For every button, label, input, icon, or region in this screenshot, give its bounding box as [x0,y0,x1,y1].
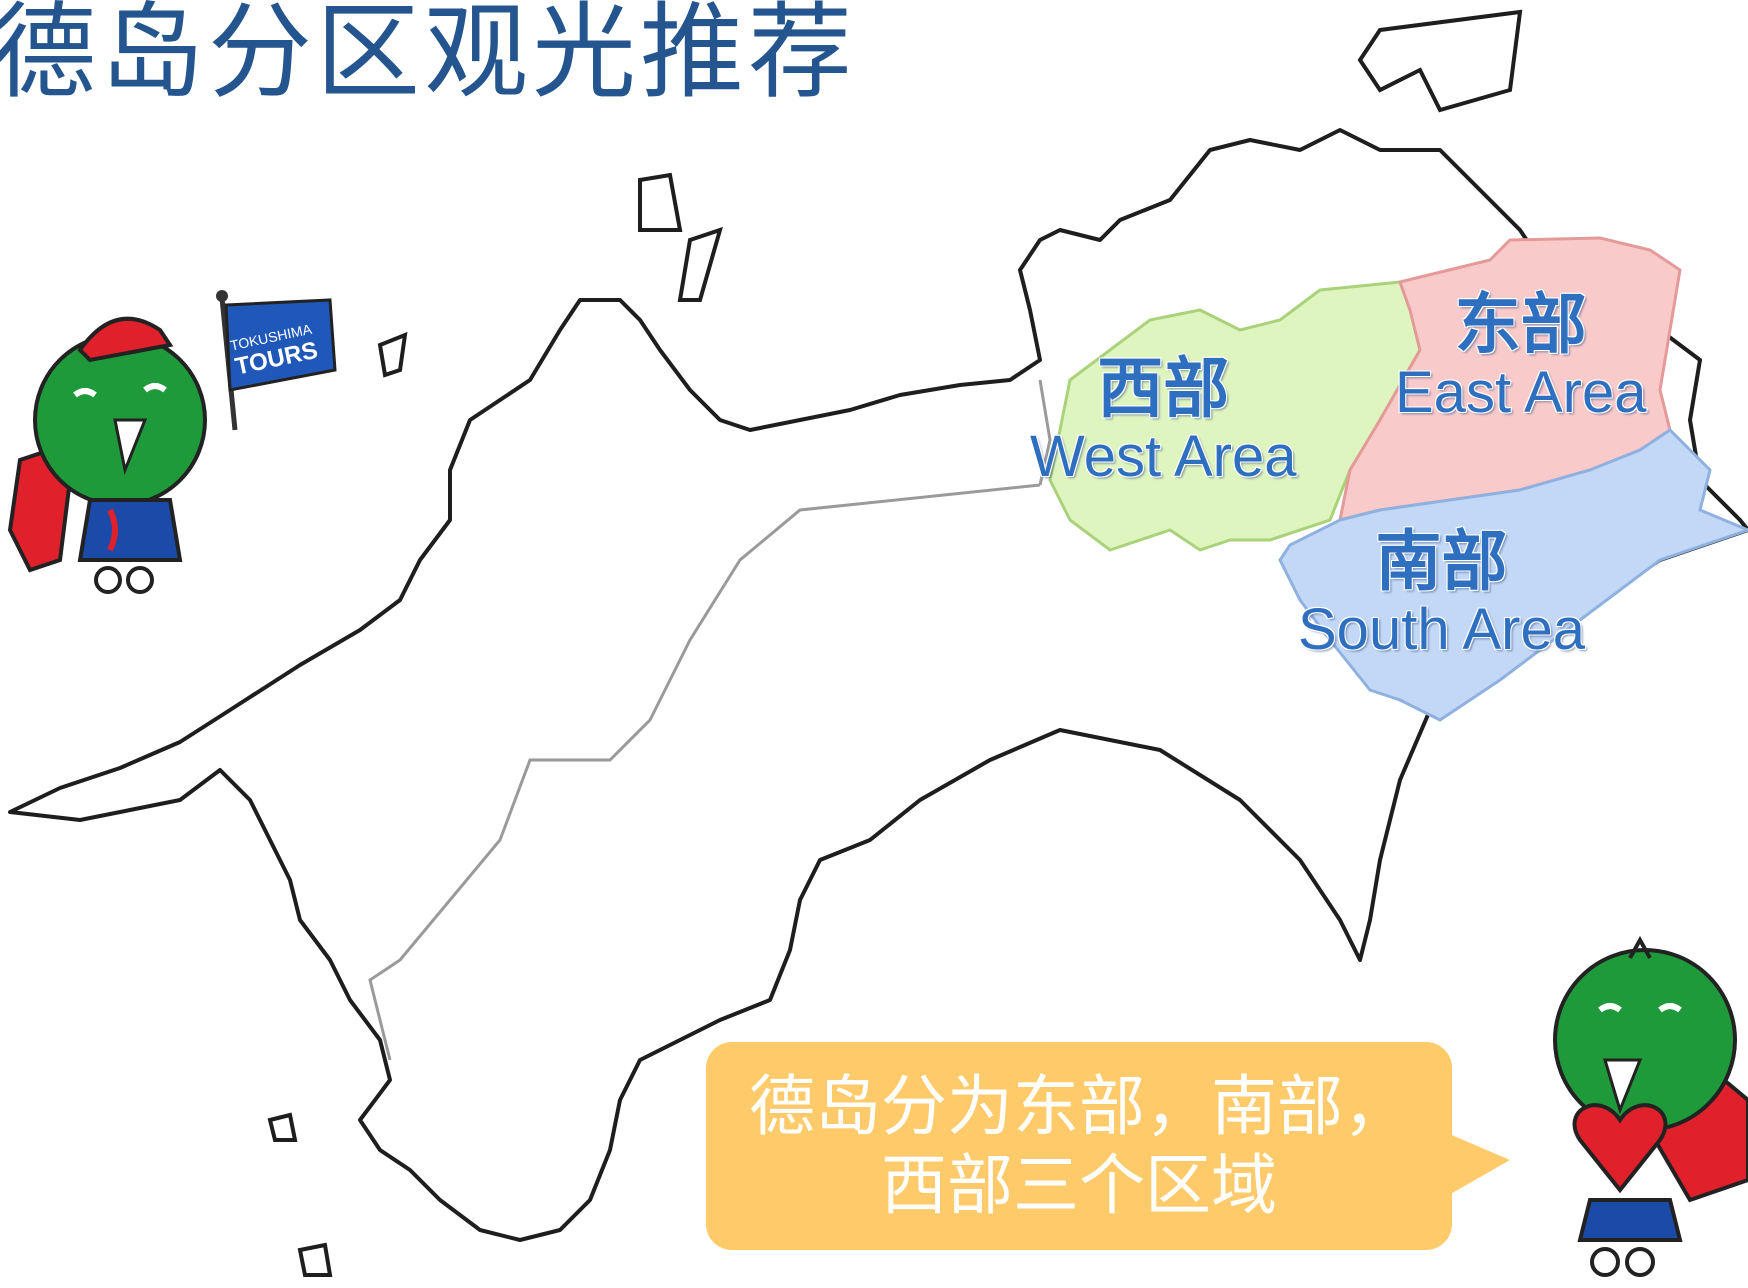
small-island [267,1112,298,1142]
mascot-with-heart [1553,935,1748,1277]
south-area-region [1278,428,1748,722]
south-area-zh: 南部 [1375,522,1508,600]
mascot-with-flag: TOKUSHIMA TOURS [7,290,337,594]
speech-bubble-tail [1440,1130,1510,1200]
page-title: 德岛分区观光推荐 [0,0,857,113]
west-area-en: West Area [1030,423,1297,489]
prefecture-border [368,483,1041,1061]
speech-bubble-line-1: 德岛分为东部，南部， [749,1067,1409,1145]
west-area-zh: 西部 [1097,349,1230,427]
east-area-en: East Area [1395,359,1647,425]
west-area-label: 西部 West Area [1030,352,1297,488]
east-area-label: 东部 East Area [1395,288,1646,424]
small-island [638,172,683,232]
east-area-zh: 东部 [1454,285,1587,363]
small-island [377,331,408,378]
small-island [297,1242,333,1277]
awaji-island [1357,9,1523,113]
speech-bubble-line-2: 西部三个区域 [881,1147,1277,1224]
south-area-en: South Area [1298,596,1585,662]
small-island [677,226,723,302]
speech-bubble: 德岛分为东部，南部， 西部三个区域 [706,1042,1452,1250]
south-area-label: 南部 South Area [1298,525,1585,661]
flag [224,298,337,392]
prefecture-border [1038,379,1052,486]
